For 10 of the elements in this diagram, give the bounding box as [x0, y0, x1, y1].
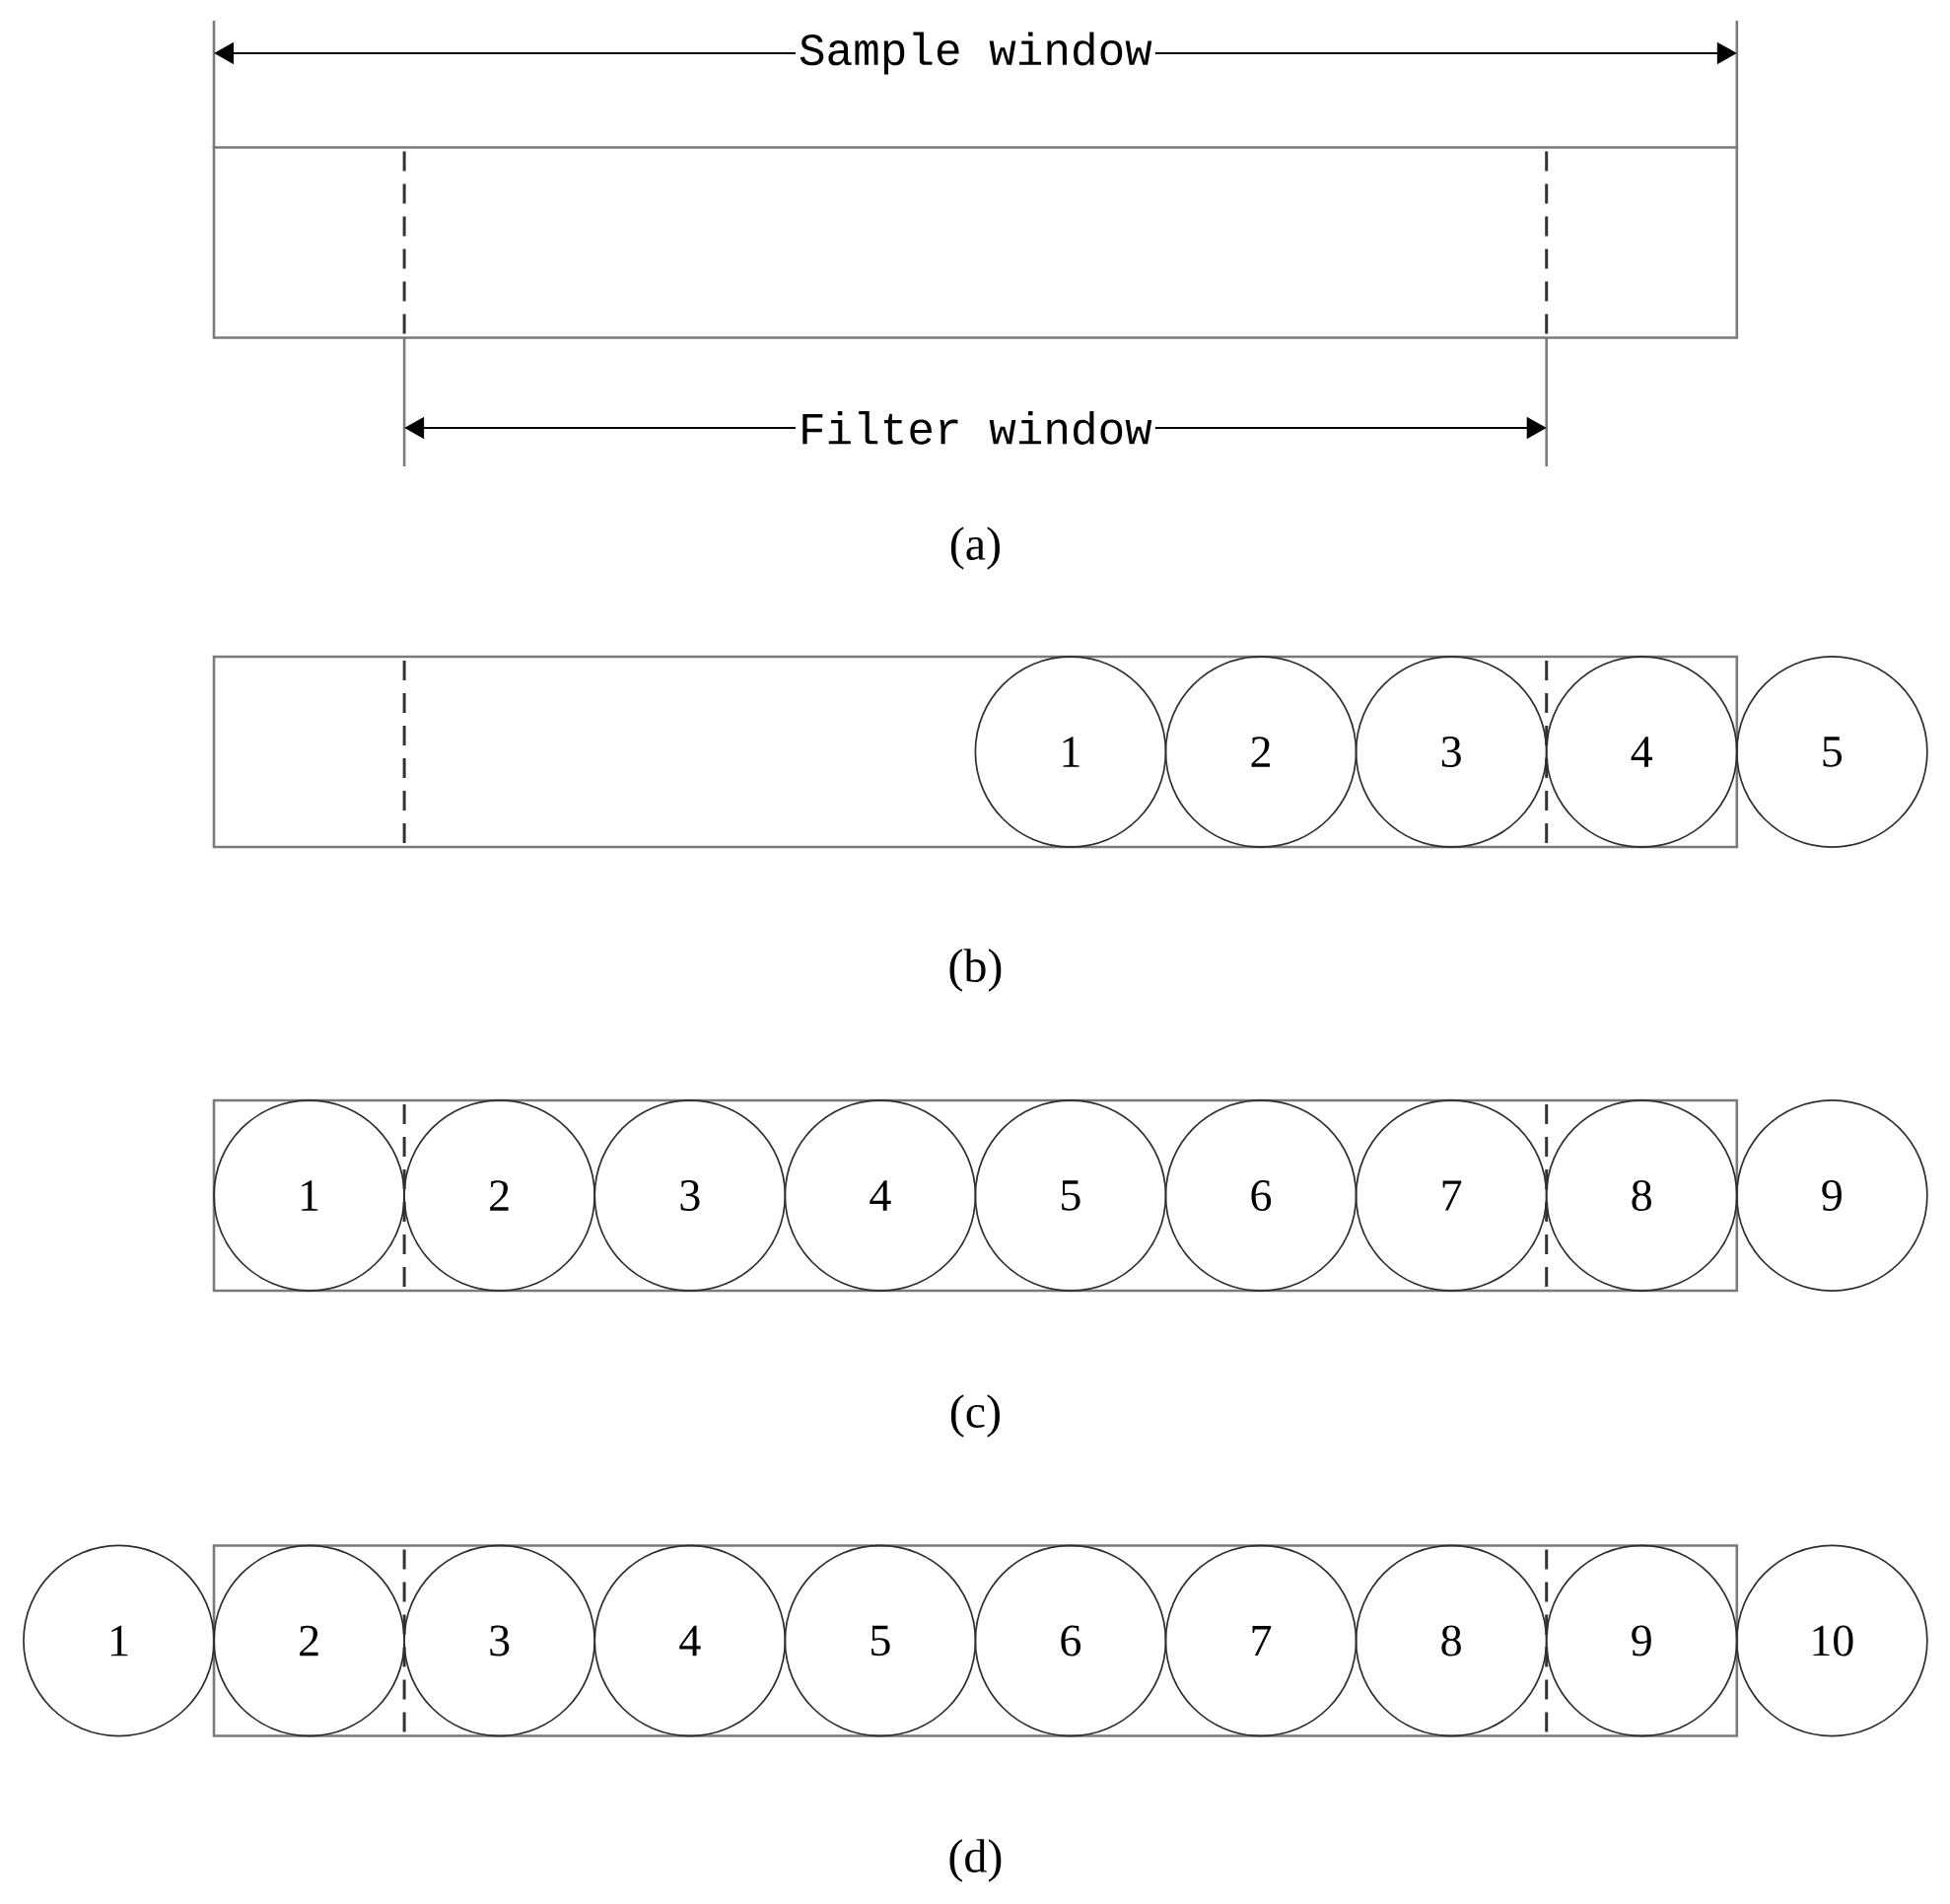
panel-label: (c) — [950, 1394, 1000, 1438]
dimension-label: Filter window — [796, 408, 1155, 448]
window-box — [212, 655, 1739, 849]
window-box — [212, 1098, 1739, 1293]
window-box — [212, 146, 1739, 339]
dimension-label: Sample window — [796, 29, 1155, 78]
panel-label: (d) — [949, 1839, 1002, 1882]
panel-label: (b) — [949, 949, 1002, 992]
window-box — [212, 1544, 1739, 1737]
panel-label: (a) — [950, 527, 1000, 570]
